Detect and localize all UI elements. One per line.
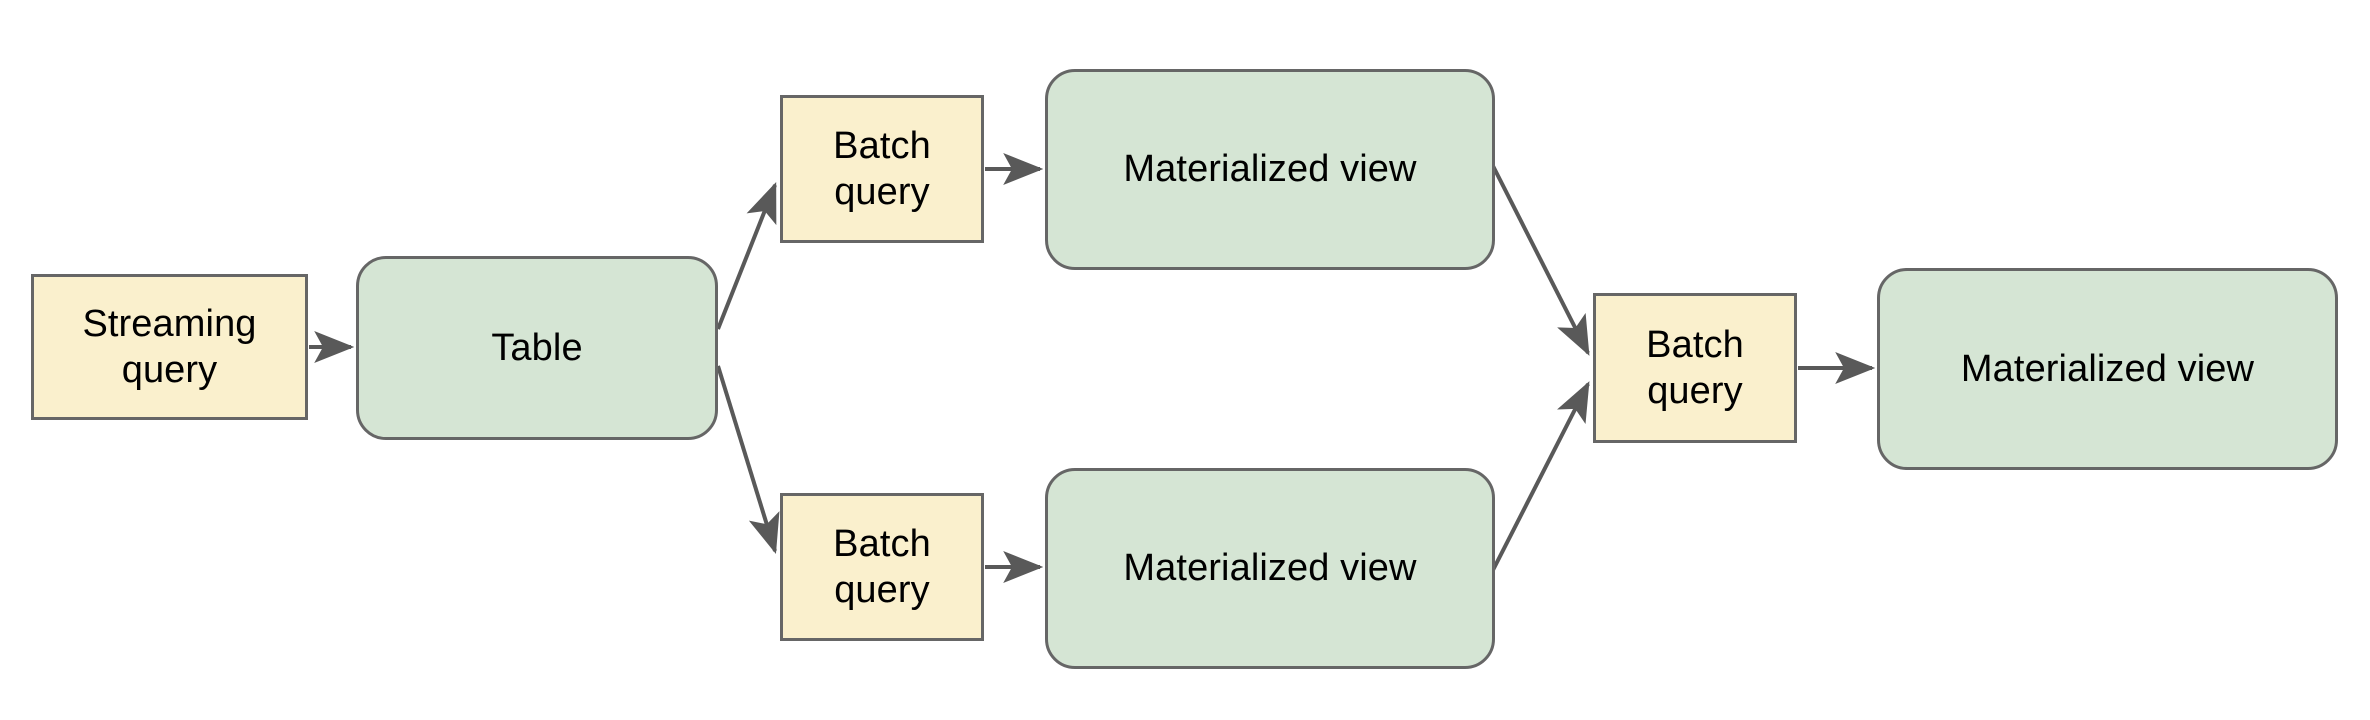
node-streaming-query[interactable]: Streaming query [31, 274, 308, 420]
edge-materialized-view-top-to-batch-query-right [1490, 163, 1590, 356]
edge-materialized-view-bottom-to-batch-query-right [1490, 381, 1590, 573]
edge-table-to-batch-query-top [716, 182, 777, 330]
node-batch-query-right[interactable]: Batch query [1593, 293, 1797, 443]
node-materialized-view-bottom[interactable]: Materialized view [1045, 468, 1495, 669]
node-batch-query-top[interactable]: Batch query [780, 95, 984, 243]
node-materialized-view-right[interactable]: Materialized view [1877, 268, 2338, 470]
node-materialized-view-top[interactable]: Materialized view [1045, 69, 1495, 270]
node-batch-query-bottom[interactable]: Batch query [780, 493, 984, 641]
node-table[interactable]: Table [356, 256, 718, 440]
edge-table-to-batch-query-bottom [716, 365, 780, 555]
